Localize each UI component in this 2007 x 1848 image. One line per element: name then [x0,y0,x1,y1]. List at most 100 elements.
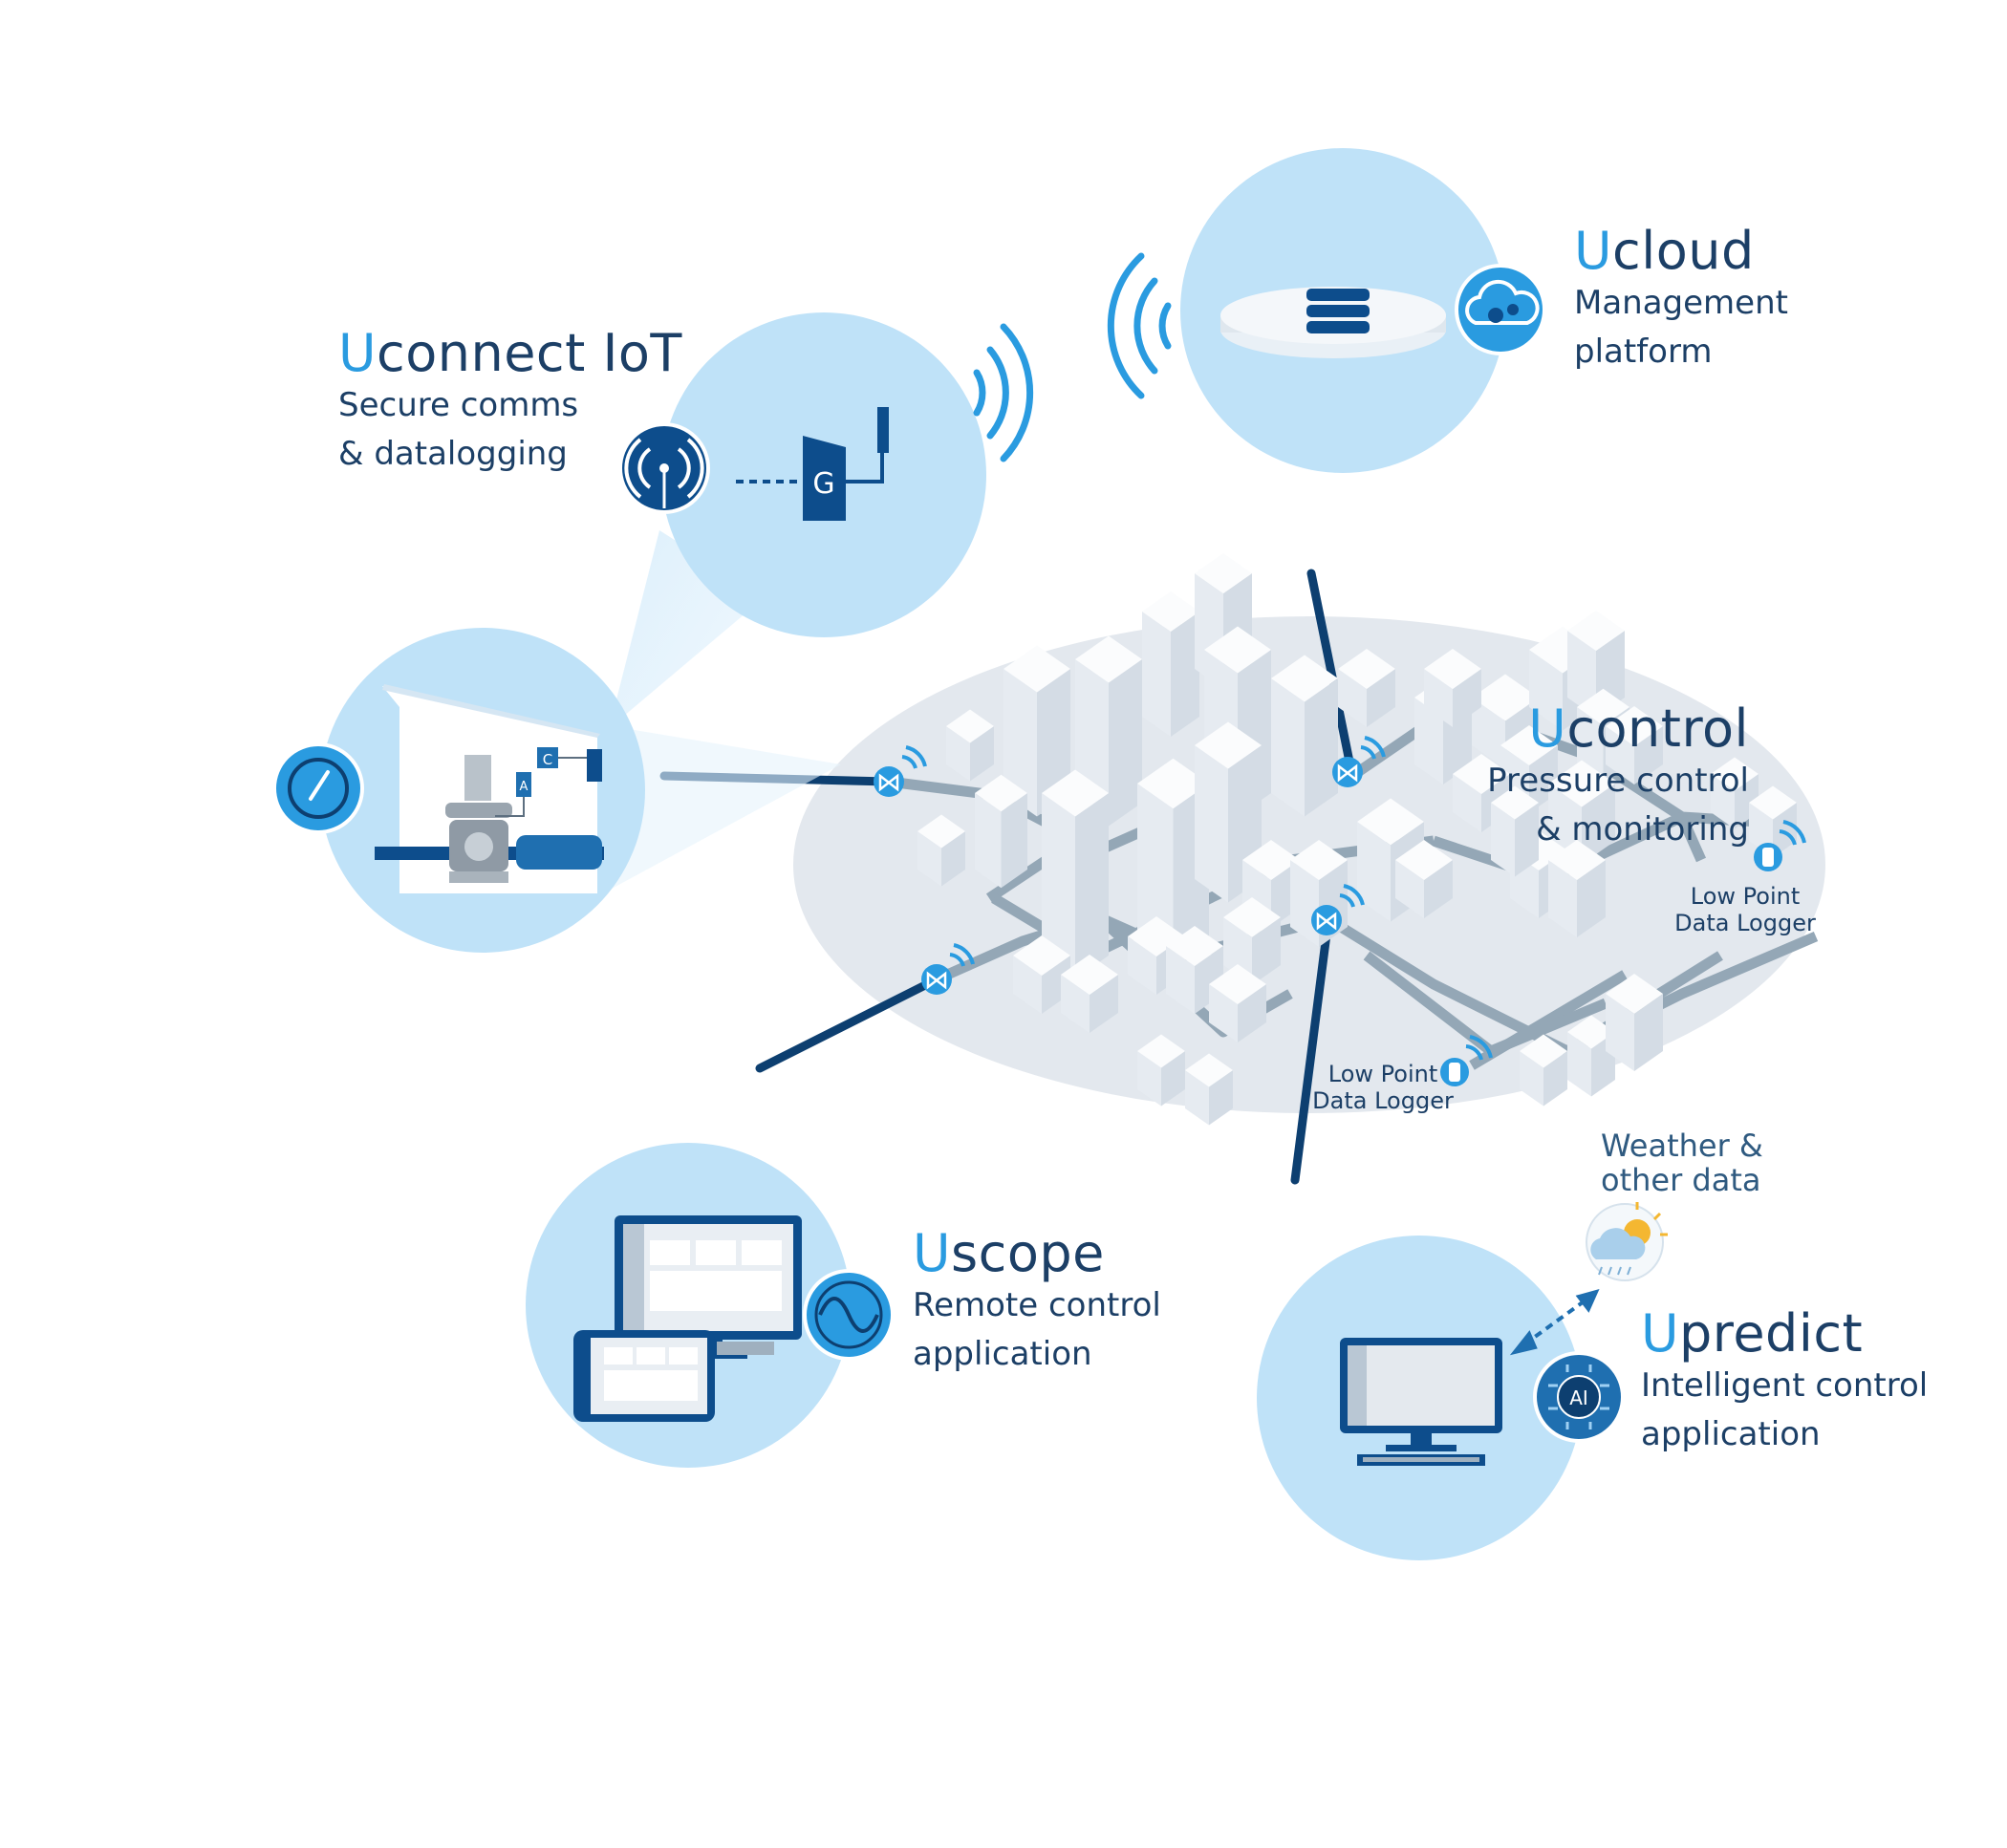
svg-text:Low Point: Low Point [1691,883,1800,910]
ucontrol-title: Ucontrol [1528,698,1749,759]
uscope-line-1: Remote control [913,1286,1161,1325]
uscope-line-2: application [913,1335,1092,1374]
gateway-icon: G [803,407,889,521]
ucloud-node [1180,148,1546,473]
ucloud-line-2: platform [1574,333,1713,372]
building-side [1013,956,1042,1014]
building-front [1075,793,1109,979]
building-front [1453,669,1481,727]
weather-line-1: Weather & [1601,1128,1763,1164]
building-front [1773,803,1797,858]
building-roof [1567,1015,1615,1049]
building-roof [1271,655,1338,702]
building-side [1567,1032,1591,1097]
building-roof [1137,758,1209,809]
building-roof [1166,926,1223,966]
building-side [1223,917,1252,985]
svg-text:C: C [543,751,552,768]
building-roof [1195,721,1262,769]
building-front [970,726,994,782]
logger-marker-1 [1754,820,1806,871]
building-side [1567,631,1596,718]
building-side [1185,1070,1209,1126]
monitor-icon [615,1215,802,1359]
ucontrol-label: Ucontrol Pressure control & monitoring [1487,700,1749,854]
building-front [1634,726,1663,784]
svg-text:G: G [812,467,834,501]
ucloud-label: Ucloud Management platform [1574,223,1788,376]
building-roof [1013,935,1070,976]
svg-text:AI: AI [1569,1386,1588,1409]
city-buildings [917,553,1797,1126]
ucloud-line-1: Management [1574,284,1788,323]
building-side [1137,1051,1161,1107]
building-roof [1577,688,1629,726]
building-side [1453,774,1481,832]
building-side [1606,994,1634,1071]
valve-icon [921,943,975,995]
building-front [1515,803,1539,877]
building-side [1414,698,1443,784]
svg-text:Data Logger: Data Logger [1674,910,1816,936]
building-roof [1472,674,1539,721]
building-front [1424,860,1453,918]
projection-beam-2 [612,726,841,889]
valve-icon [874,745,927,797]
building-front [1001,793,1027,889]
tablet-icon [573,1330,715,1422]
building-front [1543,1051,1567,1107]
building-front [1042,956,1070,1014]
building-front [1582,784,1615,865]
valve-icon [1311,884,1365,935]
uconnect-label: Uconnect IoT Secure comms & datalogging [338,325,682,479]
building-roof [1004,645,1070,693]
building-side [1338,669,1367,727]
building-roof [946,709,994,743]
building-roof [1061,955,1118,995]
building-roof [1548,760,1615,807]
building-side [1061,975,1090,1033]
building-side [1529,650,1563,731]
ucloud-title: Ucloud [1574,221,1755,281]
upredict-label: Upredict Intelligent control application [1641,1305,1928,1459]
controller-boxes: C A [495,747,602,817]
uconnect-line-2: & datalogging [338,435,568,474]
building-roof [1075,635,1142,683]
building-front [941,831,965,887]
building-front [1161,1051,1185,1107]
svg-text:Data Logger: Data Logger [1312,1087,1454,1114]
building-roof [1223,897,1281,937]
building-side [1042,793,1075,979]
building-front [1238,984,1266,1042]
building-roof [1424,649,1481,689]
pressure-regulator-icon [445,755,512,883]
uconnect-node: G [618,312,986,637]
building-front [1305,678,1338,817]
building-side [1424,669,1453,727]
building-side [975,793,1002,889]
building-roof [1242,840,1300,880]
building-side [1711,774,1735,829]
building-side [917,831,941,887]
ucontrol-line-2: & monitoring [1536,810,1749,849]
building-front [1090,975,1118,1033]
building-side [1004,669,1037,817]
building-roof [975,774,1027,812]
building-roof [1548,840,1606,880]
building-side [1472,698,1505,769]
signal-waves-ucloud [1107,252,1172,399]
building-front [1109,659,1142,827]
building-side [1548,860,1577,937]
data-exchange-arrow [1509,1288,1600,1356]
pressure-gauge-icon [272,742,364,834]
projection-beam [583,530,765,831]
upredict-node: AI [1257,1236,1625,1560]
logger-label-2: Low Point Data Logger [1312,1061,1454,1114]
weather-label: Weather & other data [1601,1128,1763,1197]
building-front [1577,860,1606,937]
building-roof [1338,649,1395,689]
building-side [1491,803,1515,877]
building-front [1367,669,1395,727]
building-side [1271,678,1305,817]
waveform-icon [803,1269,895,1361]
